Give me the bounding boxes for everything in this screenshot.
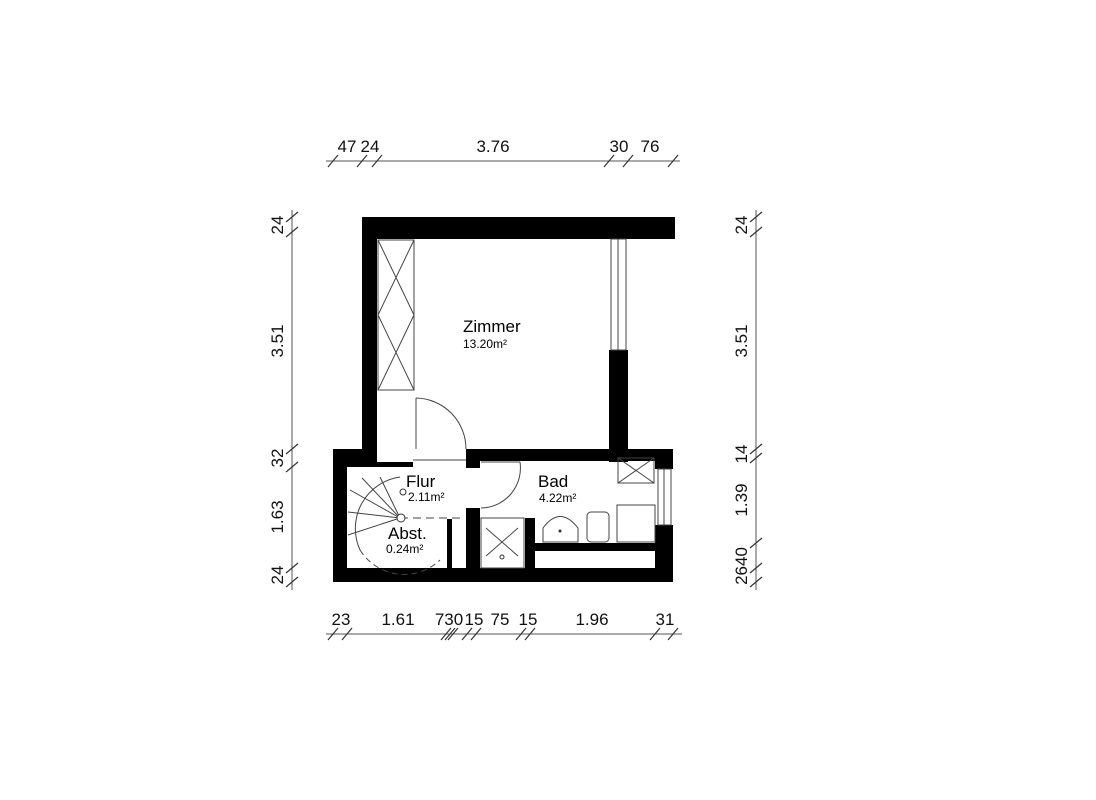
room-area-abst: 0.24m² <box>386 542 423 556</box>
shaft <box>617 457 655 484</box>
dim-left-4: 1.63 <box>268 500 287 533</box>
dim-right-4: 1.39 <box>732 483 751 516</box>
dim-left-1: 24 <box>268 216 287 235</box>
dim-left-2: 3.51 <box>268 324 287 357</box>
dim-top-2: 24 <box>361 137 380 156</box>
shower <box>480 517 525 569</box>
dim-bottom-8: 31 <box>656 610 675 629</box>
dim-bottom-5: 75 <box>491 610 510 629</box>
door-zimmer <box>413 397 467 461</box>
dim-right-1: 24 <box>732 216 751 235</box>
dim-bottom-3: 730 <box>435 610 463 629</box>
room-area-zimmer: 13.20m² <box>463 337 507 351</box>
dim-left-5: 24 <box>268 566 287 585</box>
room-name-bad: Bad <box>538 472 568 491</box>
room-area-bad: 4.22m² <box>539 491 576 505</box>
dim-bottom-6: 15 <box>519 610 538 629</box>
room-name-abst: Abst. <box>388 524 427 543</box>
spiral-staircase <box>347 476 460 575</box>
dim-left-3: 32 <box>268 449 287 468</box>
washing-machine <box>616 504 656 543</box>
dim-bottom-4: 15 <box>465 610 484 629</box>
sink <box>542 516 579 543</box>
bottom-dimension-line: 23 1.61 730 15 75 15 1.96 31 <box>326 610 682 641</box>
dim-bottom-7: 1.96 <box>575 610 608 629</box>
toilet <box>586 511 610 543</box>
right-dimension-line: 24 3.51 14 1.39 2640 <box>732 210 763 590</box>
window-right-bad <box>657 468 672 526</box>
left-dimension-line: 24 3.51 32 1.63 24 <box>268 210 299 590</box>
dim-right-5: 2640 <box>732 547 751 585</box>
dim-right-2: 3.51 <box>732 324 751 357</box>
dim-top-3: 3.76 <box>476 137 509 156</box>
room-name-flur: Flur <box>406 472 436 491</box>
dim-bottom-1: 23 <box>332 610 351 629</box>
room-name-zimmer: Zimmer <box>463 317 521 336</box>
dim-top-4: 30 <box>610 137 629 156</box>
dim-bottom-2: 1.61 <box>381 610 414 629</box>
wardrobe <box>377 239 415 391</box>
dim-top-5: 76 <box>641 137 660 156</box>
top-dimension-line: 47 24 3.76 30 76 <box>326 137 680 168</box>
dim-right-3: 14 <box>732 445 751 464</box>
dim-top-1: 47 <box>338 137 357 156</box>
door-bad <box>480 461 521 509</box>
window-right-zimmer <box>610 238 627 351</box>
room-area-flur: 2.11m² <box>408 490 444 504</box>
